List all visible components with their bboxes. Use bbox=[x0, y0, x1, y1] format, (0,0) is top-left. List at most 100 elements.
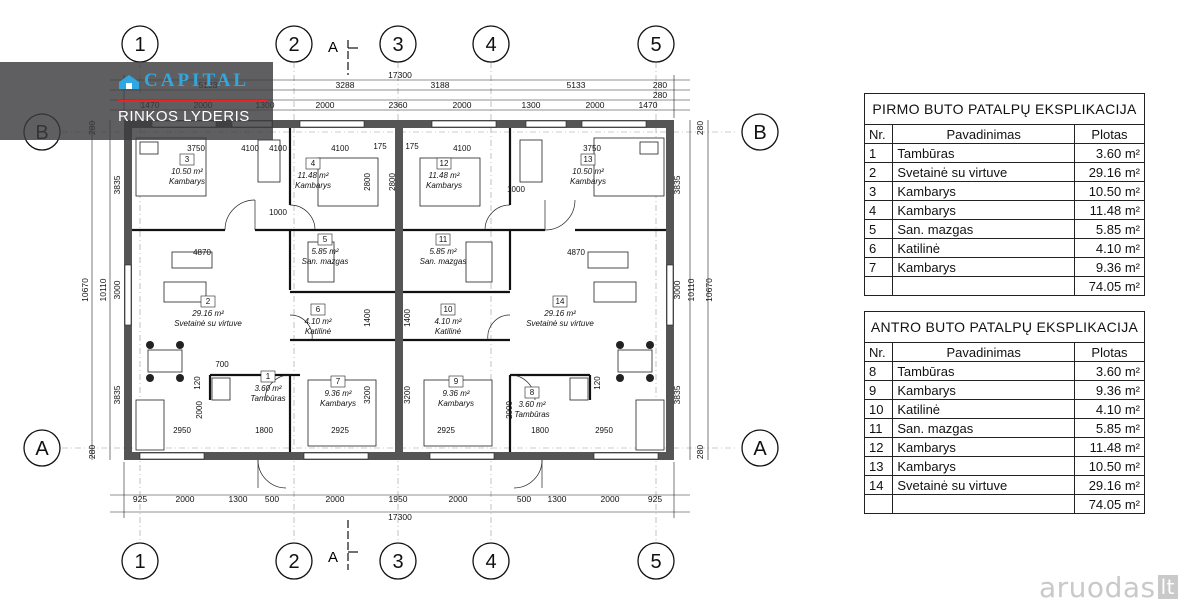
row-nr: 10 bbox=[863, 399, 894, 419]
table1-header-name: Pavadinimas bbox=[892, 124, 1075, 144]
row-area: 11.48 m² bbox=[1073, 437, 1146, 457]
row-nr: 7 bbox=[863, 257, 894, 277]
room-name: San. mazgas bbox=[420, 257, 467, 266]
room-area: 9.36 m² bbox=[324, 389, 351, 398]
dim-right-seg-2: 3835 bbox=[672, 385, 682, 404]
room-number: 2 bbox=[206, 297, 211, 306]
dim-inner-18: 3200 bbox=[403, 386, 412, 404]
dim-inner-13: 1800 bbox=[255, 426, 273, 435]
row-nr: 8 bbox=[863, 361, 894, 381]
row-name: Katilinė bbox=[892, 399, 1075, 419]
row-nr: 11 bbox=[863, 418, 894, 438]
section-line bbox=[347, 40, 358, 570]
row-area: 5.85 m² bbox=[1073, 219, 1146, 239]
row-name: Kambarys bbox=[892, 257, 1075, 277]
dim-inner-9: 1000 bbox=[507, 185, 525, 194]
dim-right-total: 10670 bbox=[704, 278, 714, 302]
row-nr: 12 bbox=[863, 437, 894, 457]
dim-left-edge-bottom: 280 bbox=[87, 445, 97, 459]
room-number-box bbox=[436, 157, 452, 170]
table2-total: 74.05 m² bbox=[1073, 494, 1146, 514]
logo-divider bbox=[118, 100, 268, 102]
table1-total: 74.05 m² bbox=[1073, 276, 1146, 296]
room-number-box bbox=[179, 153, 195, 166]
room-number: 7 bbox=[336, 377, 341, 386]
floor-plan-drawing: A A 1 2 3 4 5 1 2 3 4 5 B A B A bbox=[23, 25, 779, 580]
room-number-box bbox=[524, 386, 540, 399]
room-name: Kambarys bbox=[320, 399, 356, 408]
row-area: 11.48 m² bbox=[1073, 200, 1146, 220]
axis-left-a: A bbox=[35, 438, 49, 460]
room-number-box bbox=[330, 375, 346, 388]
dim-inner-6: 2800 bbox=[363, 173, 372, 191]
row-name: Katilinė bbox=[892, 238, 1075, 258]
room-number: 12 bbox=[440, 159, 449, 168]
row-area: 10.50 m² bbox=[1073, 456, 1146, 476]
row-nr: 2 bbox=[863, 162, 894, 182]
room-area: 29.16 m² bbox=[543, 309, 576, 318]
dim-bottom-0: 925 bbox=[133, 494, 147, 504]
row-area: 10.50 m² bbox=[1073, 181, 1146, 201]
row-nr: 1 bbox=[863, 143, 894, 163]
room-area: 5.85 m² bbox=[311, 247, 338, 256]
logo-brand: CAPITAL bbox=[144, 70, 250, 91]
dim-inner-14: 1800 bbox=[531, 426, 549, 435]
dim-bottom-1: 2000 bbox=[176, 494, 195, 504]
axis-bottom-3: 3 bbox=[392, 551, 403, 573]
dim-left-seg-0: 3835 bbox=[112, 175, 122, 194]
room-area: 10.50 m² bbox=[572, 167, 604, 176]
room-name: San. mazgas bbox=[302, 257, 349, 266]
row-nr: 3 bbox=[863, 181, 894, 201]
dim-top-edge: 280 bbox=[653, 90, 667, 100]
dim-inner-22: 2000 bbox=[505, 401, 514, 419]
table-first-apartment: PIRMO BUTO PATALPŲ EKSPLIKACIJA Nr. Pava… bbox=[863, 93, 1146, 296]
dim-inner-17: 3200 bbox=[363, 386, 372, 404]
row-area: 3.60 m² bbox=[1073, 143, 1146, 163]
dim-bottom-2: 1300 bbox=[229, 494, 248, 504]
room-number-box bbox=[435, 233, 451, 246]
dim-bottom-10: 925 bbox=[648, 494, 662, 504]
dim-inner-2: 3750 bbox=[187, 144, 205, 153]
dim-top-r3-7: 2000 bbox=[586, 100, 605, 110]
dim-inner-23: 2950 bbox=[173, 426, 191, 435]
dim-inner-28: 120 bbox=[593, 376, 602, 390]
row-name: Kambarys bbox=[892, 456, 1075, 476]
dim-top-r3-6: 1300 bbox=[522, 100, 541, 110]
dim-inner-21: 2000 bbox=[195, 401, 204, 419]
table1-title: PIRMO BUTO PATALPŲ EKSPLIKACIJA bbox=[864, 93, 1145, 125]
row-nr: 4 bbox=[863, 200, 894, 220]
dim-inner-1: 4100 bbox=[331, 144, 349, 153]
dim-bottom-5: 1950 bbox=[389, 494, 408, 504]
table1-header-area: Plotas bbox=[1073, 124, 1146, 144]
interior-walls bbox=[132, 128, 666, 452]
table-second-apartment: ANTRO BUTO PATALPŲ EKSPLIKACIJA Nr. Pava… bbox=[863, 311, 1146, 514]
room-number-box bbox=[260, 370, 276, 383]
dim-left-inner: 10110 bbox=[98, 278, 108, 301]
dim-inner-7: 2800 bbox=[388, 173, 397, 191]
row-nr: 14 bbox=[863, 475, 894, 495]
axis-bottom-1: 1 bbox=[134, 551, 145, 573]
room-number: 9 bbox=[454, 377, 459, 386]
dim-top-r3-4: 2360 bbox=[389, 100, 408, 110]
row-name: Kambarys bbox=[892, 437, 1075, 457]
room-area: 4.10 m² bbox=[304, 317, 331, 326]
row-name: San. mazgas bbox=[892, 219, 1075, 239]
dim-right-seg-1: 3000 bbox=[672, 280, 682, 299]
table1-total-blank bbox=[863, 276, 894, 296]
dim-inner-15: 2925 bbox=[331, 426, 349, 435]
dim-top-r3-8: 1470 bbox=[639, 100, 658, 110]
dim-inner-8: 1000 bbox=[269, 208, 287, 217]
room-area: 3.60 m² bbox=[518, 400, 545, 409]
room-number-box bbox=[448, 375, 464, 388]
dim-right-seg-0: 3835 bbox=[672, 175, 682, 194]
row-area: 9.36 m² bbox=[1073, 257, 1146, 277]
dim-bottom-3: 500 bbox=[265, 494, 279, 504]
room-area: 4.10 m² bbox=[434, 317, 461, 326]
room-area: 11.48 m² bbox=[298, 171, 329, 180]
row-name: Tambūras bbox=[892, 143, 1075, 163]
